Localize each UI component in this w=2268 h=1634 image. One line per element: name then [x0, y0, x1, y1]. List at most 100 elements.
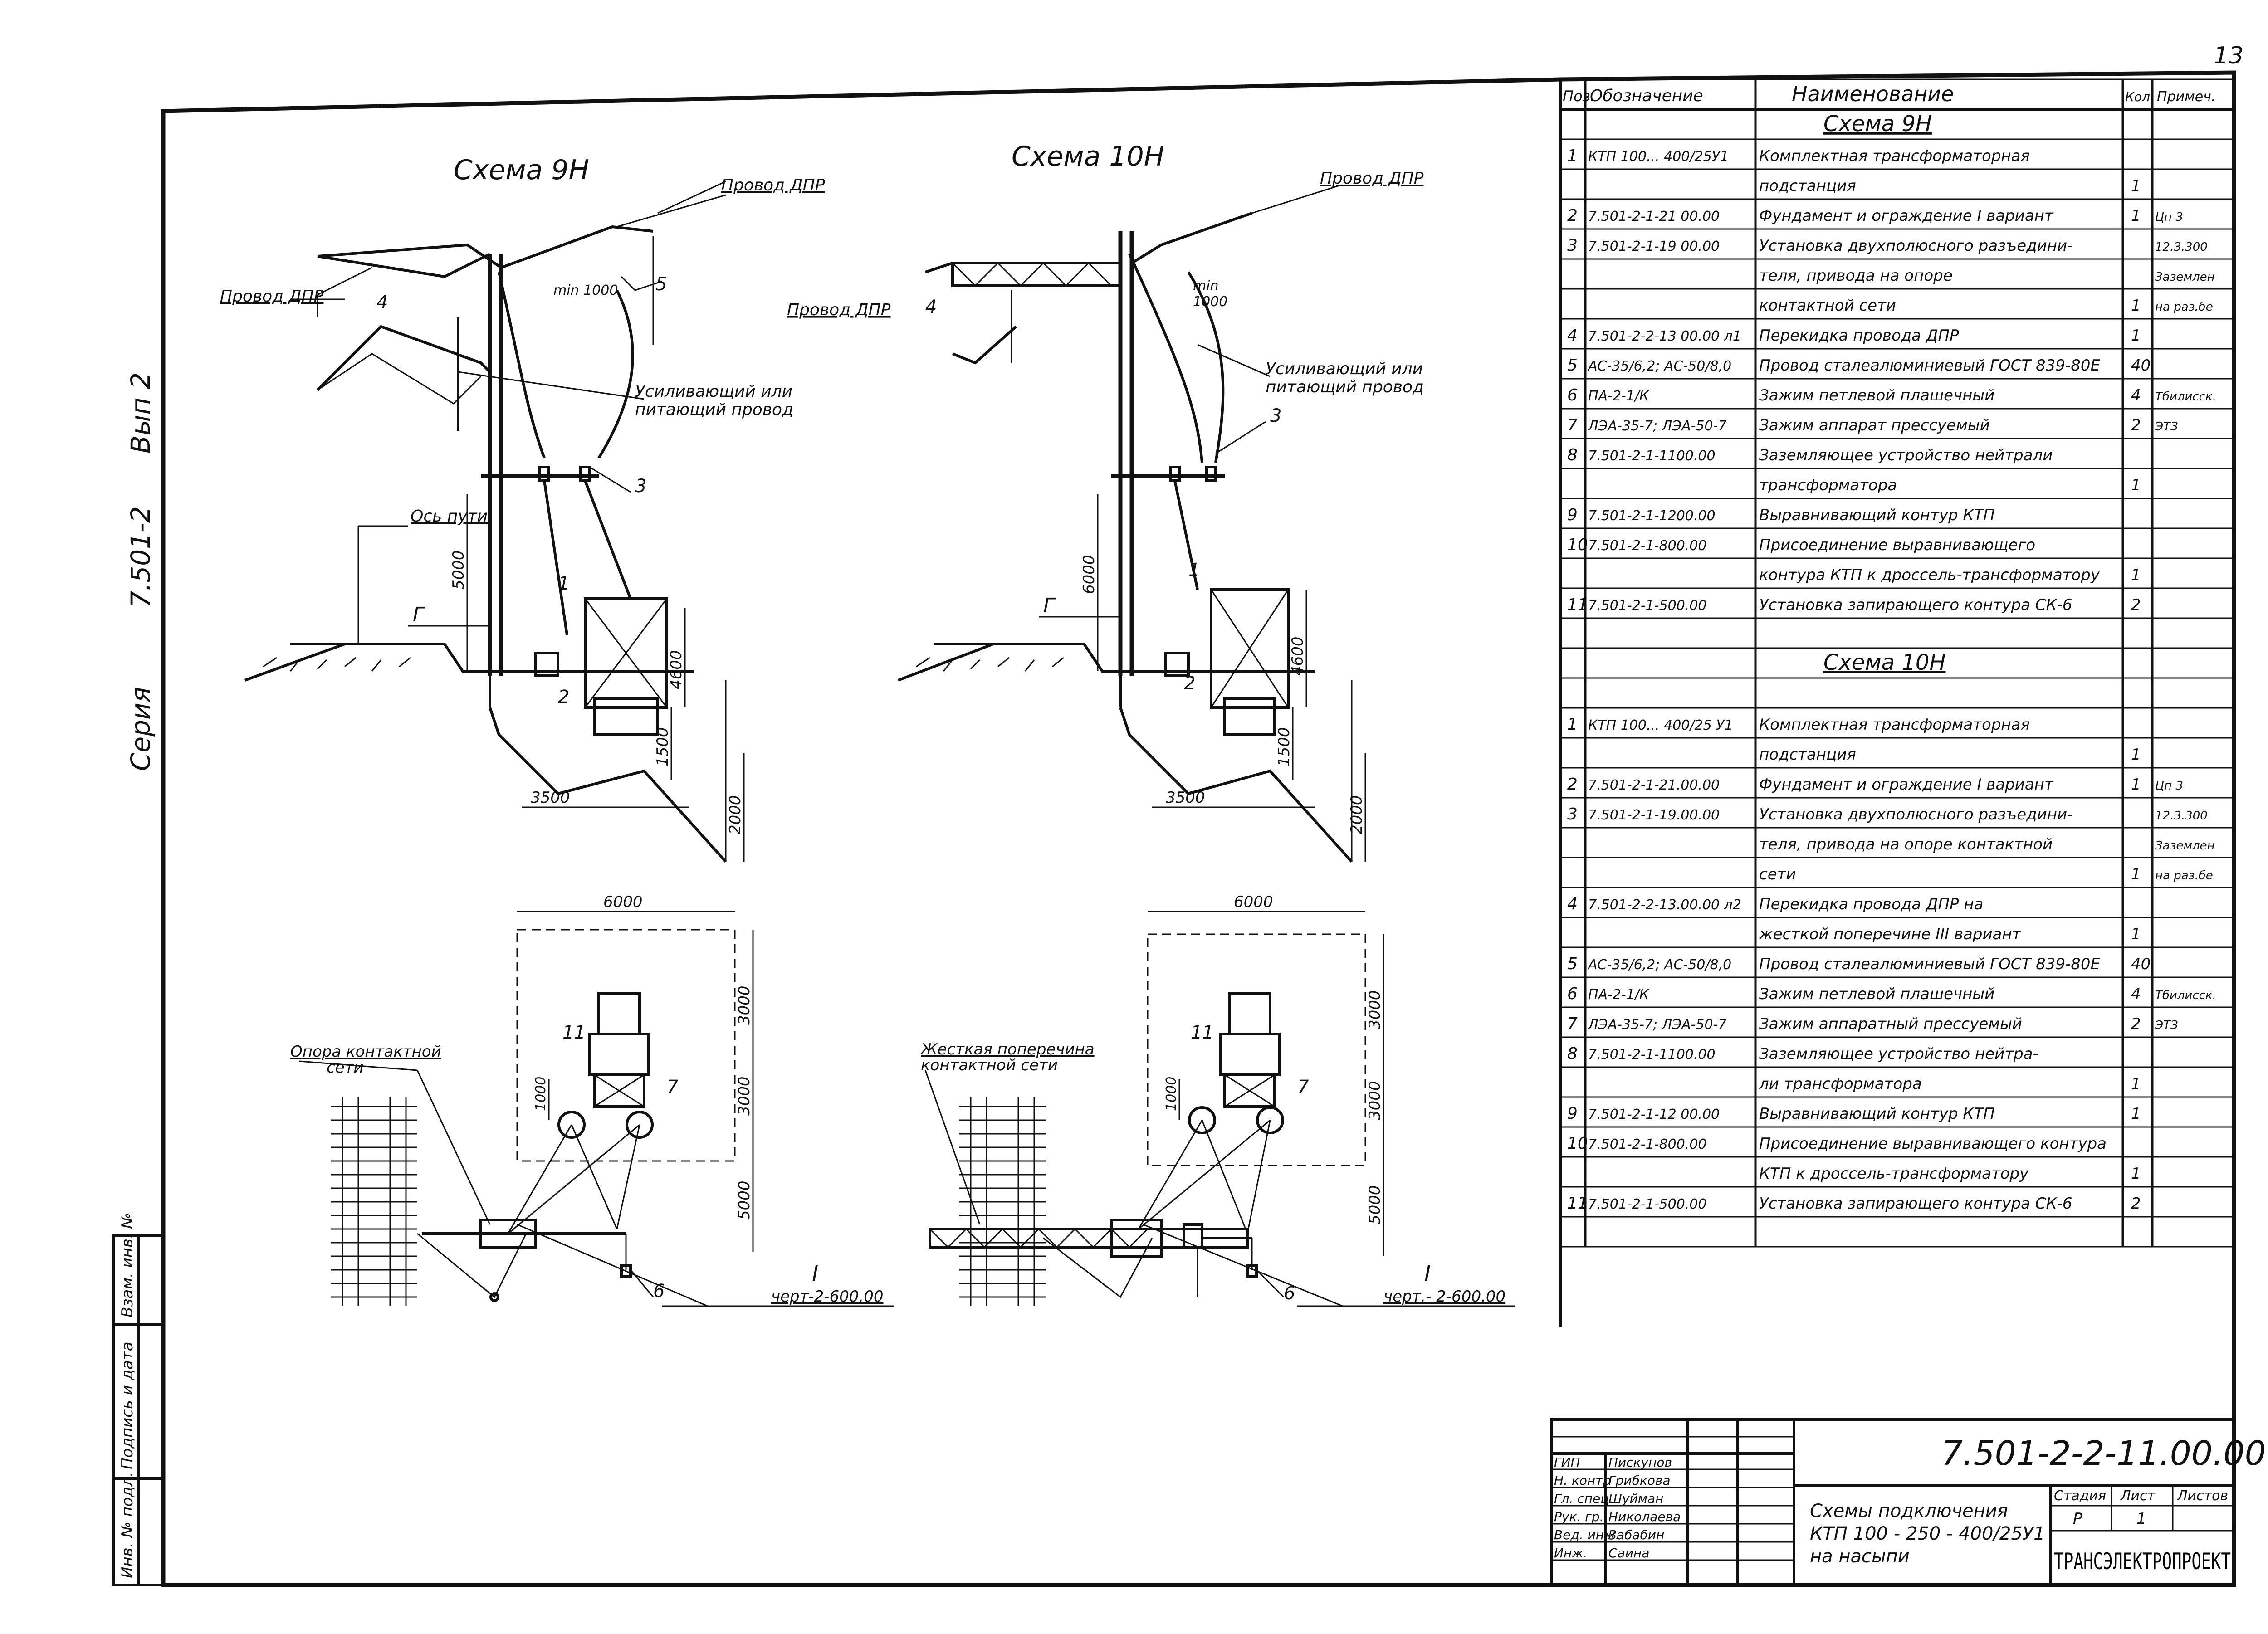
table-section-title: Схема 10Н	[1823, 650, 1946, 675]
table-cell-code: ПА-2-1/К	[1588, 388, 1650, 404]
table-cell-name: Выравнивающий контур КТП	[1759, 506, 1995, 524]
table-cell-pos: 4	[1567, 895, 1578, 913]
table-cell-name: Присоединение выравнивающего	[1759, 536, 2035, 554]
s10-min-label-2: 1000	[1193, 294, 1227, 310]
s9-callout-2: 2	[558, 687, 569, 707]
table-cell-code: 7.501-2-1-800.00	[1588, 1136, 1707, 1152]
table-cell-note: 12.3.300	[2155, 809, 2208, 823]
signer-role: Инж.	[1554, 1546, 1587, 1561]
table-cell-name: подстанция	[1759, 746, 1856, 764]
s9-feeder-label-1: Усиливающий или	[635, 382, 792, 401]
table-header-code: Обозначение	[1590, 87, 1703, 105]
s9-dim-5000: 5000	[450, 550, 468, 590]
s10-dim-4600: 4600	[1289, 636, 1307, 676]
s9-plan-width: 6000	[603, 893, 643, 911]
table-cell-qty: 1	[2131, 327, 2141, 345]
signer-role: Вед. инж.	[1554, 1527, 1619, 1542]
table-cell-code: 7.501-2-1-800.00	[1588, 538, 1707, 554]
s10-crossbar-label-1: Жесткая поперечина	[920, 1040, 1095, 1058]
stage-label: Стадия	[2054, 1488, 2106, 1504]
table-cell-name: подстанция	[1759, 177, 1856, 195]
signer-role: Н. контр	[1554, 1473, 1611, 1488]
s10-plan-1000: 1000	[1163, 1077, 1179, 1111]
table-cell-pos: 3	[1567, 805, 1578, 824]
table-cell-pos: 11	[1567, 595, 1588, 614]
s10-plan-callout-11: 11	[1191, 1022, 1214, 1043]
table-cell-pos: 4	[1567, 326, 1578, 345]
page-number: 13	[2214, 42, 2244, 69]
table-cell-pos: 8	[1567, 446, 1578, 464]
table-cell-code: 7.501-2-1-1200.00	[1588, 508, 1716, 524]
signer-name: Грибкова	[1608, 1473, 1671, 1488]
signer-role: Гл. спец.	[1554, 1491, 1613, 1506]
series-stamp: Серия 7.501-2 Вып 2	[125, 372, 156, 771]
s9-plan-5000: 5000	[735, 1180, 753, 1220]
s10-dim-2000: 2000	[1348, 795, 1366, 834]
s10-ref-roman: I	[1424, 1261, 1431, 1287]
table-cell-code: 7.501-2-1-19.00.00	[1588, 807, 1720, 823]
table-cell-note: ЭТЗ	[2155, 420, 2178, 434]
s10-dim-1500: 1500	[1275, 727, 1293, 766]
s10-callout-3: 3	[1270, 405, 1281, 426]
signer-name: Николаева	[1608, 1509, 1681, 1524]
table-cell-code: 7.501-2-1-1100.00	[1588, 1047, 1716, 1063]
table-cell-note: Заземлен	[2155, 270, 2215, 284]
table-cell-name: Установка двухполюсного разъедини-	[1759, 237, 2072, 255]
doc-title-1: Схемы подключения	[1810, 1501, 2008, 1522]
s9-plan-3000b: 3000	[735, 1076, 753, 1116]
signer-role: ГИП	[1554, 1455, 1580, 1470]
table-cell-name: Комплектная трансформаторная	[1759, 147, 2030, 165]
s9-plan-3000a: 3000	[735, 985, 753, 1025]
scheme-9h-plan	[299, 911, 894, 1307]
table-cell-qty: 1	[2131, 1105, 2141, 1123]
signer-name: Забабин	[1608, 1527, 1664, 1542]
table-cell-qty: 1	[2131, 925, 2141, 943]
table-cell-name: Заземляющее устройство нейтра-	[1759, 1045, 2038, 1063]
table-cell-name: Комплектная трансформаторная	[1759, 716, 2030, 734]
s9-ref-drawing: черт-2-600.00	[771, 1288, 884, 1306]
table-cell-qty: 1	[2131, 207, 2141, 225]
table-cell-code: АС-35/6,2; АС-50/8,0	[1587, 957, 1731, 973]
doc-title-3: на насыпи	[1810, 1546, 1910, 1567]
s9-track-axis: Ось пути	[411, 507, 488, 526]
s9-plan-callout-6: 6	[653, 1281, 665, 1302]
table-cell-pos: 2	[1567, 775, 1578, 794]
s10-crossbar-label-2: контактной сети	[921, 1056, 1058, 1074]
scheme-10h-title: Схема 10Н	[1012, 141, 1164, 172]
s10-plan-callout-7: 7	[1297, 1077, 1309, 1097]
table-cell-pos: 9	[1567, 506, 1578, 524]
table-cell-code: 7.501-2-1-21 00.00	[1588, 209, 1720, 224]
table-cell-pos: 9	[1567, 1104, 1578, 1123]
table-header-pos: Поз.	[1563, 88, 1595, 105]
table-cell-qty: 1	[2131, 177, 2141, 195]
s9-callout-4: 4	[376, 292, 388, 313]
table-cell-qty: 1	[2131, 776, 2141, 794]
s10-plan-3000a: 3000	[1366, 990, 1384, 1029]
table-cell-qty: 2	[2131, 416, 2141, 434]
table-cell-pos: 1	[1567, 146, 1578, 165]
table-cell-code: 7.501-2-1-1100.00	[1588, 448, 1716, 464]
table-cell-pos: 7	[1567, 416, 1578, 434]
s9-plan-1000: 1000	[533, 1077, 549, 1111]
s10-min-label-1: min	[1193, 278, 1219, 294]
table-section-title: Схема 9Н	[1823, 111, 1932, 137]
s10-plan-5000: 5000	[1366, 1185, 1384, 1224]
table-cell-code: 7.501-2-2-13 00.00 л1	[1588, 328, 1741, 344]
doc-title-2: КТП 100 - 250 - 400/25У1	[1810, 1523, 2045, 1544]
table-cell-qty: 4	[2131, 985, 2141, 1003]
table-cell-name: Перекидка провода ДПР	[1759, 327, 1959, 345]
table-cell-pos: 6	[1567, 386, 1578, 405]
table-cell-qty: 2	[2131, 596, 2141, 614]
issue-label: Вып 2	[125, 372, 156, 454]
table-cell-code: 7.501-2-1-19 00.00	[1588, 239, 1720, 254]
doc-code: 7.501-2-2-11.00.00	[1941, 1434, 2266, 1473]
s9-plan-callout-7: 7	[667, 1077, 679, 1097]
s10-feeder-label-1: Усиливающий или	[1266, 360, 1423, 378]
series-value: 7.501-2	[125, 506, 156, 608]
s10-dim-3500: 3500	[1166, 789, 1205, 807]
table-cell-qty: 40	[2131, 955, 2151, 973]
table-header-name: Наименование	[1792, 82, 1954, 106]
s10-r-label: Г	[1043, 594, 1056, 617]
